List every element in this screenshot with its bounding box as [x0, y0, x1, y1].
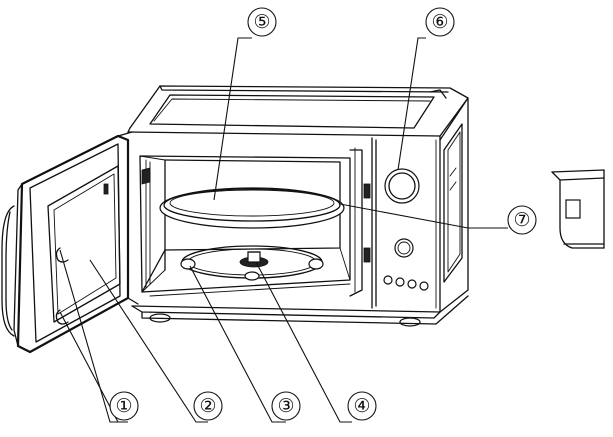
callout-4-label: ④	[353, 395, 370, 417]
inset-detail	[551, 169, 605, 249]
callout-1: ①	[109, 391, 139, 421]
oven-cavity	[139, 147, 363, 297]
cabinet-feet	[149, 313, 421, 327]
roller-ring	[180, 245, 324, 281]
callout-4: ④	[347, 391, 377, 421]
callout-1-label: ①	[115, 395, 132, 417]
callout-2: ②	[193, 391, 223, 421]
callout-5: ⑤	[247, 7, 277, 37]
shaft-coupling	[239, 251, 269, 268]
callout-2-label: ②	[199, 395, 216, 417]
oven-door	[1, 131, 139, 354]
callout-3: ③	[271, 391, 301, 421]
callout-6-label: ⑥	[431, 11, 448, 33]
leader-lines	[59, 37, 508, 423]
callout-3-label: ③	[277, 395, 294, 417]
callout-6: ⑥	[425, 7, 455, 37]
control-panel	[363, 168, 429, 291]
callout-5-label: ⑤	[253, 11, 270, 33]
callout-7-label: ⑦	[513, 209, 530, 231]
glass-tray	[159, 187, 345, 229]
callout-7: ⑦	[507, 205, 537, 235]
microwave-cabinet	[127, 85, 469, 325]
